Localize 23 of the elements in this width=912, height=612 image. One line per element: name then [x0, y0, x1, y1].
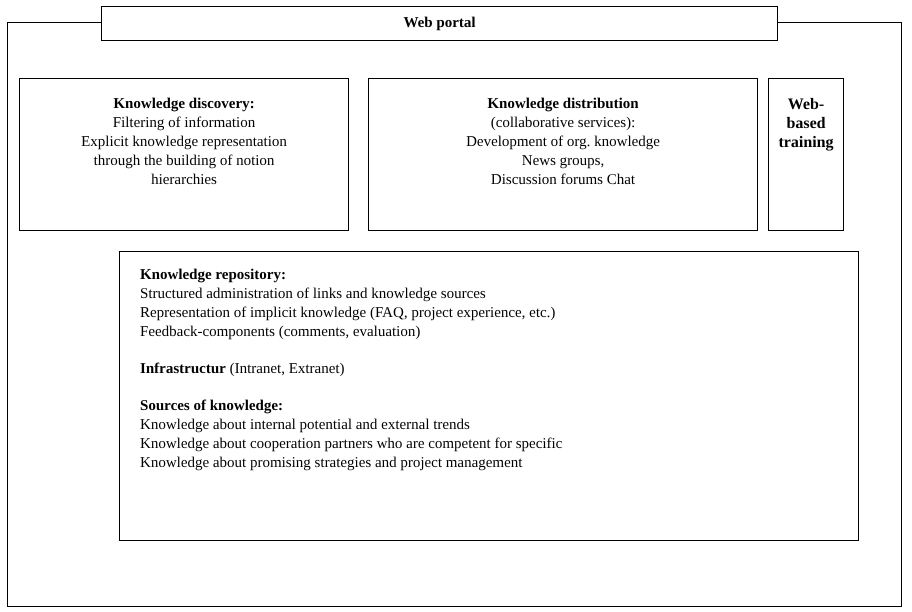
body-text: Knowledge about cooperation partners who are competent for specific: [140, 435, 564, 454]
body-text: Filtering of information: [112, 114, 256, 133]
heading-text: Knowledge discovery:: [112, 95, 256, 114]
training-box: [768, 78, 844, 231]
body-text: News groups,: [520, 152, 606, 171]
discovery-box: [19, 78, 349, 231]
body-text: Knowledge about internal potential and external trends: [140, 416, 471, 435]
body-text: Discussion forums Chat: [490, 171, 636, 190]
portal-header-box: [101, 6, 778, 41]
body-text: Explicit knowledge representation through the building of notion hierarchies: [80, 133, 288, 190]
body-text: Development of org. knowledge: [465, 133, 661, 152]
body-text: Knowledge distribution (collaborative services):: [486, 95, 640, 133]
body-text: Feedback-components (comments, evaluation): [140, 323, 422, 342]
body-text: Infrastructur (Intranet, Extranet): [140, 360, 346, 379]
repository-box: [119, 251, 859, 541]
heading-text: Web portal: [402, 14, 477, 33]
heading-text: Sources of knowledge:: [140, 397, 284, 416]
body-text: Structured administration of links and knowledge sources: [140, 285, 487, 304]
heading-text: Web-based training: [777, 95, 835, 152]
distribution-box: [368, 78, 758, 231]
body-text: Knowledge about promising strategies and project management: [140, 454, 524, 473]
body-text: Representation of implicit knowledge (FAQ, project experience, etc.): [140, 304, 556, 323]
heading-text: Knowledge repository:: [140, 266, 287, 285]
